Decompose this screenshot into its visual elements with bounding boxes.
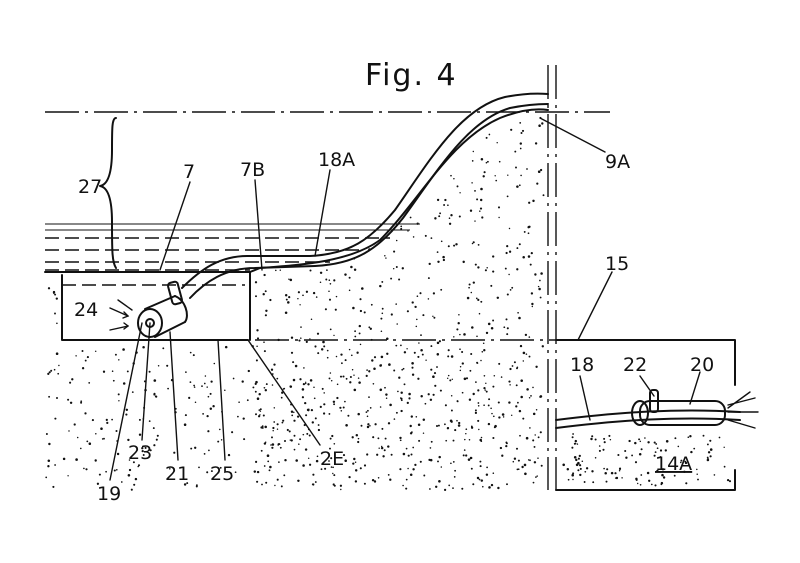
label-21: 21 (165, 463, 189, 485)
label-9A: 9A (605, 151, 630, 173)
trench-outline (61, 274, 249, 341)
pipe-18A-lower (189, 103, 549, 299)
label-2E: 2E (320, 448, 344, 470)
pump-assembly-right (631, 389, 759, 429)
pipe-18A-upper (181, 92, 549, 289)
label-15: 15 (605, 253, 629, 275)
label-27: 27 (78, 176, 102, 198)
label-18: 18 (570, 354, 594, 376)
leader-lines (99, 117, 701, 481)
label-24: 24 (74, 299, 98, 321)
label-14A: 14A (655, 453, 692, 475)
compartment-top (555, 339, 736, 386)
water-surface (45, 223, 420, 263)
pipe-18-lower (555, 417, 741, 429)
label-20: 20 (690, 354, 714, 376)
ground-stippling (45, 116, 732, 492)
label-7B: 7B (240, 159, 265, 181)
figure-title: Fig. 4 (365, 58, 458, 93)
label-7: 7 (183, 161, 195, 183)
label-25: 25 (210, 463, 234, 485)
pipe-18-upper (555, 409, 741, 421)
label-18A: 18A (318, 149, 355, 171)
pump-assembly-left (109, 280, 188, 338)
label-19: 19 (97, 483, 121, 505)
label-22: 22 (623, 354, 647, 376)
vertical-wall (547, 65, 557, 490)
label-23: 23 (128, 442, 152, 464)
embankment-surface (249, 108, 549, 273)
compartment-bottom (555, 469, 736, 491)
